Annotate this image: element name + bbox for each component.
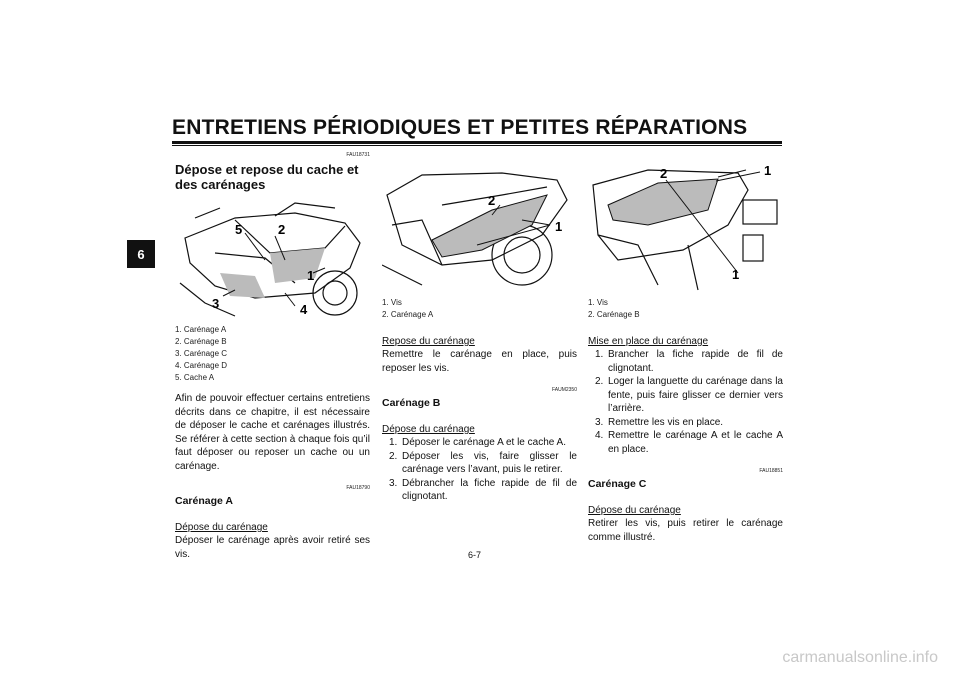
figure-captions: 1. Vis 2. Carénage A bbox=[382, 297, 577, 321]
install-title: Repose du carénage bbox=[382, 336, 475, 347]
fig-number: 1 bbox=[732, 267, 739, 282]
fairing-a-figure: 2 1 bbox=[382, 165, 577, 293]
title-rule bbox=[172, 141, 782, 144]
fairing-b-figure: 2 1 1 bbox=[588, 165, 783, 293]
motorcycle-fairing-figure: 5 2 1 3 4 bbox=[175, 198, 370, 320]
intro-paragraph: Afin de pouvoir effectuer certains entre… bbox=[175, 393, 370, 472]
fig-number: 5 bbox=[235, 222, 242, 237]
column-3: 2 1 1 1. Vis 2. Carénage B Mise en place… bbox=[588, 150, 783, 544]
install-title: Mise en place du carénage bbox=[588, 336, 709, 347]
list-item: 2.Déposer les vis, faire glisser le caré… bbox=[389, 450, 577, 476]
chapter-tab: 6 bbox=[127, 240, 155, 268]
caption-item: 1. Vis bbox=[382, 298, 402, 307]
column-1: FAU18731 Dépose et repose du cache et de… bbox=[175, 150, 370, 561]
fig-number: 1 bbox=[764, 165, 771, 178]
figure-captions: 1. Vis 2. Carénage B bbox=[588, 297, 783, 321]
fig-number: 2 bbox=[278, 222, 285, 237]
caption-item: 1. Vis bbox=[588, 298, 608, 307]
removal-text: Déposer le carénage après avoir retiré s… bbox=[175, 535, 370, 560]
fig-number: 4 bbox=[300, 302, 308, 317]
fig-number: 2 bbox=[660, 166, 667, 181]
caption-item: 1. Carénage A bbox=[175, 325, 227, 334]
install-steps: 1.Brancher la fiche rapide de fil de cli… bbox=[588, 348, 783, 456]
title-rule-thin bbox=[172, 145, 782, 146]
list-item: 1.Déposer le carénage A et le cache A. bbox=[389, 437, 566, 448]
fig-number: 3 bbox=[212, 296, 219, 311]
list-item: 3.Débrancher la fiche rapide de fil de c… bbox=[389, 477, 577, 503]
subheading-fairing-b: Carénage B bbox=[382, 397, 441, 409]
section-code: FAU18731 bbox=[346, 152, 370, 158]
section-heading: Dépose et repose du cache et des carénag… bbox=[175, 162, 359, 192]
fig-number: 2 bbox=[488, 193, 495, 208]
removal-title: Dépose du carénage bbox=[382, 424, 475, 435]
fig-number: 1 bbox=[307, 268, 314, 283]
column-2: 2 1 1. Vis 2. Carénage A Repose du carén… bbox=[382, 150, 577, 504]
install-text: Remettre le carénage en place, puis repo… bbox=[382, 349, 577, 374]
section-code: FAU18790 bbox=[346, 485, 370, 491]
list-item: 4.Remettre le carénage A et le cache A e… bbox=[595, 430, 783, 455]
caption-item: 3. Carénage C bbox=[175, 349, 228, 358]
caption-item: 2. Carénage B bbox=[588, 310, 640, 319]
section-code: FAUM2350 bbox=[551, 387, 577, 393]
list-item: 2.Loger la languette du carénage dans la… bbox=[595, 376, 783, 414]
subheading-fairing-a: Carénage A bbox=[175, 495, 233, 507]
watermark: carmanualsonline.info bbox=[782, 649, 938, 666]
section-code: FAU18851 bbox=[759, 468, 783, 474]
caption-item: 2. Carénage B bbox=[175, 337, 227, 346]
caption-item: 2. Carénage A bbox=[382, 310, 434, 319]
figure-captions: 1. Carénage A 2. Carénage B 3. Carénage … bbox=[175, 324, 370, 384]
list-item: 1.Brancher la fiche rapide de fil de cli… bbox=[595, 349, 783, 374]
page-number: 6-7 bbox=[468, 550, 482, 560]
page-title: ENTRETIENS PÉRIODIQUES ET PETITES RÉPARA… bbox=[172, 116, 748, 139]
caption-item: 4. Carénage D bbox=[175, 361, 228, 370]
removal-text: Retirer les vis, puis retirer le carénag… bbox=[588, 518, 783, 543]
removal-title: Dépose du carénage bbox=[175, 522, 268, 533]
fig-number: 1 bbox=[555, 219, 562, 234]
removal-steps: 1.Déposer le carénage A et le cache A. 2… bbox=[382, 436, 577, 504]
removal-title: Dépose du carénage bbox=[588, 505, 681, 516]
list-item: 3.Remettre les vis en place. bbox=[595, 416, 724, 428]
subheading-fairing-c: Carénage C bbox=[588, 478, 647, 490]
caption-item: 5. Cache A bbox=[175, 373, 215, 382]
